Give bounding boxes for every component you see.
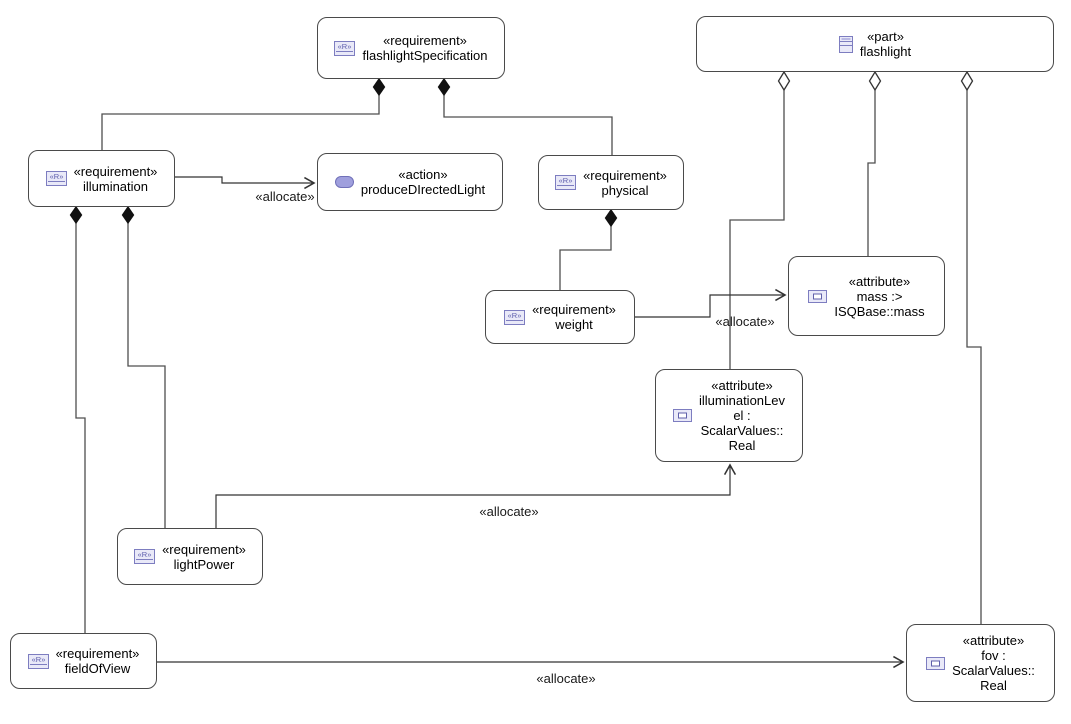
requirement-icon: «R» <box>334 40 356 56</box>
edge-allocate-lightPower-to-illuminationLevel[interactable] <box>215 463 737 528</box>
node-name: illuminationLev el : ScalarValues:: Real <box>699 393 785 453</box>
node-stereotype: «requirement» <box>583 167 667 183</box>
node-name: flashlight <box>859 44 912 59</box>
allocate-label: «allocate» <box>255 189 315 204</box>
node-illuminationLevel[interactable]: «attribute» illuminationLev el : ScalarV… <box>655 369 803 462</box>
node-name: fov : ScalarValues:: Real <box>952 648 1035 693</box>
node-stereotype: «requirement» <box>383 33 467 48</box>
requirement-icon: «R» <box>504 309 526 325</box>
edge-composite-illumination-to-lightPower[interactable] <box>121 205 166 528</box>
node-physical[interactable]: «R» «requirement» physical <box>538 155 684 210</box>
action-icon <box>334 176 354 188</box>
svg-text:«R»: «R» <box>508 311 522 320</box>
filled-diamond-icon <box>121 205 135 225</box>
requirement-icon: «R» <box>555 175 577 190</box>
node-stereotype: «action» <box>398 167 448 182</box>
node-name: produceDIrectedLight <box>360 182 486 197</box>
allocate-label: «allocate» <box>536 671 596 686</box>
requirement-icon: «R» <box>134 549 156 564</box>
node-produceDIrectedLight[interactable]: «action» produceDIrectedLight <box>317 153 503 211</box>
edge-composite-illumination-to-fieldOfView[interactable] <box>69 205 86 633</box>
svg-text:«R»: «R» <box>31 655 45 664</box>
node-stereotype: «requirement» <box>55 646 140 661</box>
filled-diamond-icon <box>437 77 451 97</box>
node-stereotype: «requirement» <box>73 163 158 179</box>
node-flashlightSpecification[interactable]: «R» «requirement» flashlightSpecificatio… <box>317 17 505 79</box>
node-name: fieldOfView <box>64 661 131 676</box>
node-lightPower[interactable]: «R» «requirement» lightPower <box>117 528 263 585</box>
edge-composite-physical-to-weight[interactable] <box>559 208 618 290</box>
node-stereotype: «attribute» <box>962 633 1025 648</box>
requirement-icon: «R» <box>45 171 67 186</box>
hollow-diamond-icon <box>868 70 882 92</box>
node-illumination[interactable]: «R» «requirement» illumination <box>28 150 175 207</box>
node-stereotype: «attribute» <box>848 273 911 289</box>
svg-text:«R»: «R» <box>338 42 352 51</box>
hollow-diamond-icon <box>777 70 791 92</box>
filled-diamond-icon <box>69 205 83 225</box>
node-stereotype: «part» <box>867 29 904 44</box>
requirement-icon: «R» <box>27 653 49 669</box>
node-weight[interactable]: «R» «requirement» weight <box>485 290 635 344</box>
attribute-icon <box>673 409 692 422</box>
edge-allocate-weight-to-mass[interactable] <box>635 288 787 318</box>
node-name: flashlightSpecification <box>362 48 488 63</box>
hollow-diamond-icon <box>960 70 974 92</box>
edge-allocate-illumination-to-produceDIrectedLight[interactable] <box>175 176 316 190</box>
edge-shared-flashlight-to-fov[interactable] <box>960 70 982 624</box>
svg-text:«R»: «R» <box>559 176 573 185</box>
svg-text:«R»: «R» <box>49 172 63 181</box>
node-fieldOfView[interactable]: «R» «requirement» fieldOfView <box>10 633 157 689</box>
node-name: lightPower <box>173 556 235 572</box>
edge-shared-flashlight-to-mass[interactable] <box>867 70 882 256</box>
svg-text:«R»: «R» <box>138 550 152 559</box>
node-mass[interactable]: «attribute» mass :> ISQBase::mass <box>788 256 945 336</box>
node-fov[interactable]: «attribute» fov : ScalarValues:: Real <box>906 624 1055 702</box>
edge-composite-spec-to-illumination[interactable] <box>101 77 386 150</box>
attribute-icon <box>926 656 946 670</box>
node-stereotype: «attribute» <box>711 378 773 393</box>
node-flashlight[interactable]: «part» flashlight <box>696 16 1054 72</box>
allocate-label: «allocate» <box>715 314 775 329</box>
attribute-icon <box>808 289 828 303</box>
filled-diamond-icon <box>372 77 386 97</box>
node-name: illumination <box>82 178 149 194</box>
node-stereotype: «requirement» <box>162 541 246 557</box>
edge-composite-spec-to-physical[interactable] <box>437 77 613 155</box>
node-name: weight <box>555 317 593 332</box>
node-stereotype: «requirement» <box>532 302 616 317</box>
node-name: mass :> ISQBase::mass <box>834 288 925 319</box>
allocate-label: «allocate» <box>479 504 539 519</box>
node-name: physical <box>601 182 649 198</box>
part-icon <box>838 35 853 53</box>
filled-diamond-icon <box>604 208 618 228</box>
